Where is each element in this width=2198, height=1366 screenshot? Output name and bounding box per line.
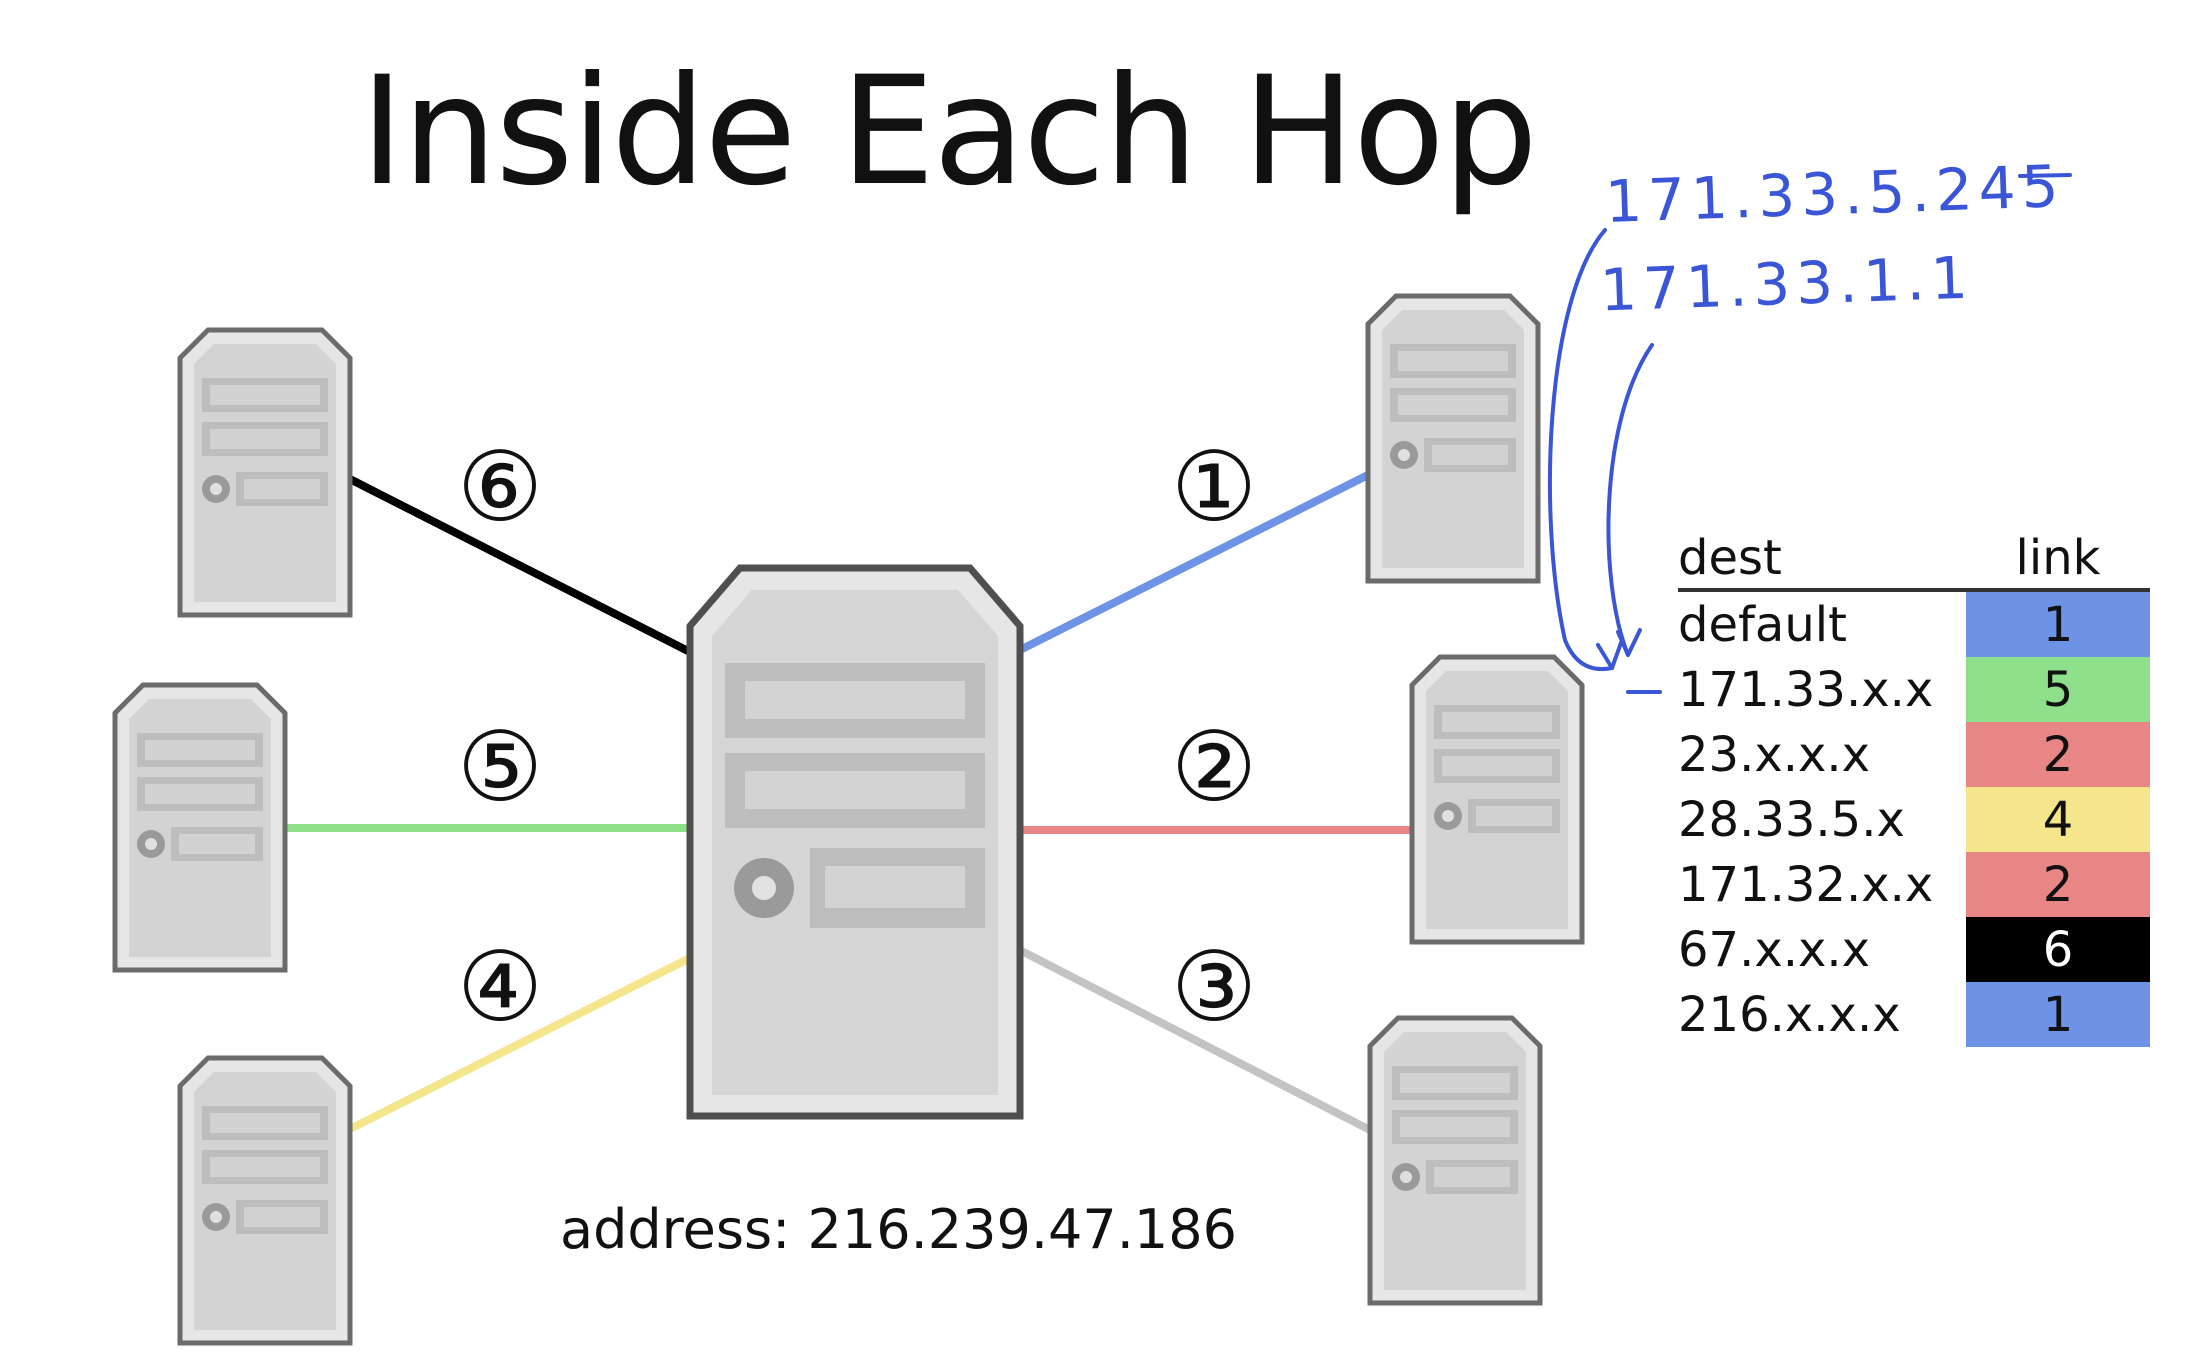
table-row-dest: 67.x.x.x [1678,921,1871,978]
server-icon-link-1 [1368,296,1538,581]
link-label-3: ③ [1171,931,1257,1043]
forwarding-table-header: dest link [1678,528,2150,592]
table-row: 67.x.x.x 6 [1678,917,2150,982]
table-row-link: 5 [1966,657,2150,722]
link-line-1 [1008,471,1370,659]
link-label-5: ⑤ [457,711,543,823]
table-row-dest: default [1678,596,1847,653]
table-row: 216.x.x.x 1 [1678,982,2150,1047]
table-row-dest: 216.x.x.x [1678,986,1901,1043]
link-line-4 [340,954,692,1137]
handwritten-address-2: 171.33.1.1 [1598,243,1975,325]
table-row: 171.32.x.x 2 [1678,852,2150,917]
server-icon-link-3 [1370,1018,1540,1303]
forwarding-table: dest link default 1 171.33.x.x 5 23.x.x.… [1678,528,2150,1047]
table-row: 23.x.x.x 2 [1678,722,2150,787]
table-row: 171.33.x.x 5 [1678,657,2150,722]
link-label-4: ④ [457,931,543,1043]
table-row-dest: 23.x.x.x [1678,726,1871,783]
table-row-dest: 171.33.x.x [1678,661,1934,718]
slide-title: Inside Each Hop [360,45,1538,219]
table-row: default 1 [1678,590,2150,657]
table-row-link: 1 [1966,982,2150,1047]
server-icon-link-4 [180,1058,350,1343]
table-row: 28.33.5.x 4 [1678,787,2150,852]
table-row-link: 2 [1966,722,2150,787]
server-icon-link-2 [1412,657,1582,942]
server-icon-link-5 [115,685,285,970]
table-row-link: 2 [1966,852,2150,917]
table-row-dest: 28.33.5.x [1678,791,1905,848]
table-row-link: 4 [1966,787,2150,852]
link-label-2: ② [1171,711,1257,823]
annotation-arrows [1547,173,2072,694]
link-line-3 [1008,941,1372,1134]
central-router-icon [690,568,1020,1116]
link-label-6: ⑥ [457,431,543,543]
link-line-6 [340,471,692,656]
table-row-link: 6 [1966,917,2150,982]
router-address: address: 216.239.47.186 [560,1198,1237,1261]
server-icon-link-6 [180,330,350,615]
link-column-header: link [1966,528,2150,592]
table-row-dest: 171.32.x.x [1678,856,1934,913]
link-label-1: ① [1171,431,1257,543]
dest-column-header: dest [1678,528,1966,592]
table-row-link: 1 [1966,590,2150,657]
